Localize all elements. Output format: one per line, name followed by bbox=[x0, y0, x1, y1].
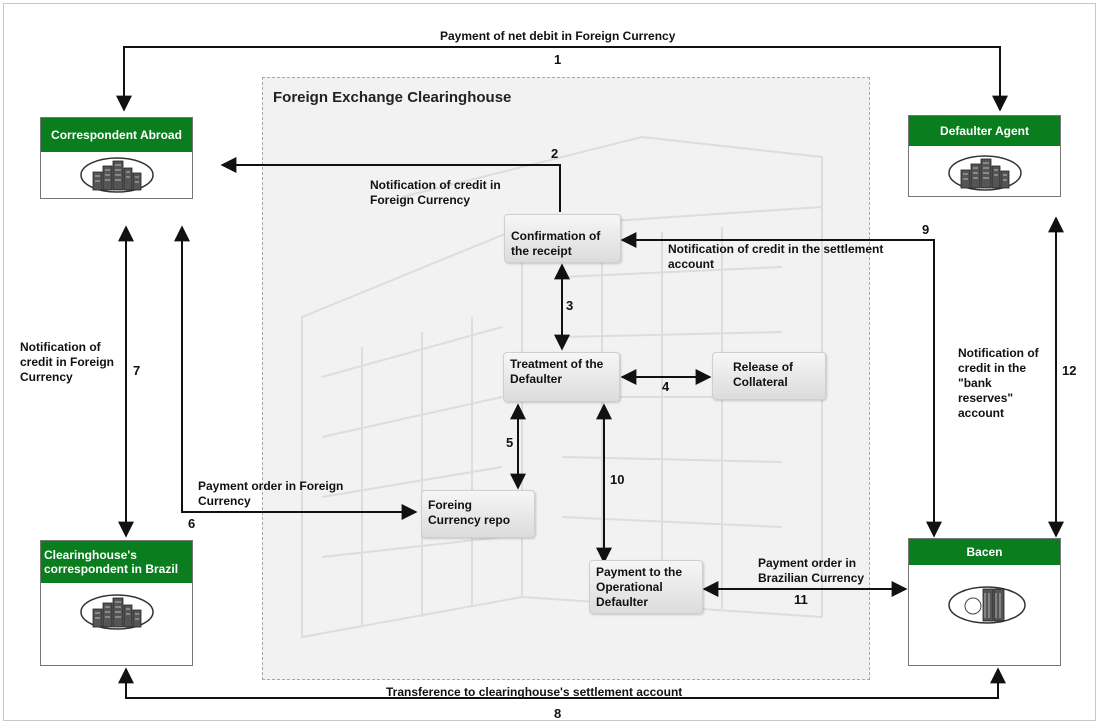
flow-8-number: 8 bbox=[554, 706, 562, 721]
flow-7-number: 7 bbox=[133, 363, 141, 378]
flow-7-label: Notification of credit in Foreign Curren… bbox=[20, 340, 115, 384]
flow-11-number: 11 bbox=[794, 592, 808, 607]
flow-1-arrow bbox=[116, 46, 1008, 112]
bacen-building-icon bbox=[948, 586, 1026, 624]
flow-12-label: Notification of credit in the "bank rese… bbox=[958, 346, 1039, 420]
flow-6-label: Payment order in Foreign Currency bbox=[198, 479, 344, 508]
treatment-node: Treatment of the Defaulter bbox=[503, 352, 620, 402]
correspondent-abroad-title: Correspondent Abroad bbox=[41, 118, 192, 152]
flow-1-label: Payment of net debit in Foreign Currency bbox=[440, 29, 676, 43]
defaulter-agent-title: Defaulter Agent bbox=[909, 116, 1060, 146]
bacen-title: Bacen bbox=[909, 539, 1060, 565]
confirmation-node: Confirmation of the receipt bbox=[504, 214, 621, 263]
city-buildings-icon bbox=[80, 157, 154, 193]
flow-8-arrow bbox=[118, 667, 1006, 699]
release-collateral-node: Release of Collateral bbox=[712, 352, 826, 400]
diagram-frame bbox=[3, 3, 1096, 721]
flow-2-arrow bbox=[220, 157, 561, 212]
flow-5-number: 5 bbox=[506, 435, 514, 450]
clearinghouse-correspondent-title: Clearinghouse's correspondent in Brazil bbox=[41, 541, 192, 583]
payment-operational-defaulter-node: Payment to the Operational Defaulter bbox=[589, 560, 703, 614]
correspondent-abroad-box: Correspondent Abroad bbox=[40, 117, 193, 199]
bacen-box: Bacen bbox=[908, 538, 1061, 666]
city-buildings-icon bbox=[80, 594, 154, 630]
flow-2-label: Notification of credit in Foreign Curren… bbox=[370, 178, 501, 207]
flow-10-number: 10 bbox=[610, 472, 625, 487]
flow-2-number: 2 bbox=[551, 146, 559, 161]
defaulter-agent-box: Defaulter Agent bbox=[908, 115, 1061, 197]
flow-1-number: 1 bbox=[554, 52, 562, 67]
flow-9-arrow bbox=[620, 232, 942, 538]
clearinghouse-correspondent-box: Clearinghouse's correspondent in Brazil bbox=[40, 540, 193, 666]
flow-9-label: Notification of credit in the settlement… bbox=[668, 242, 884, 271]
flow-12-number: 12 bbox=[1062, 363, 1077, 378]
flow-4-number: 4 bbox=[662, 379, 670, 394]
foreign-currency-repo-node: Foreing Currency repo bbox=[421, 490, 535, 538]
flow-8-label: Transference to clearinghouse's settleme… bbox=[386, 685, 683, 699]
flow-9-number: 9 bbox=[922, 222, 930, 237]
flow-3-number: 3 bbox=[566, 298, 574, 313]
flow-11-label: Payment order in Brazilian Currency bbox=[758, 556, 865, 585]
city-buildings-icon bbox=[948, 155, 1022, 191]
flow-6-number: 6 bbox=[188, 516, 196, 531]
flow-6-arrow bbox=[174, 225, 418, 520]
